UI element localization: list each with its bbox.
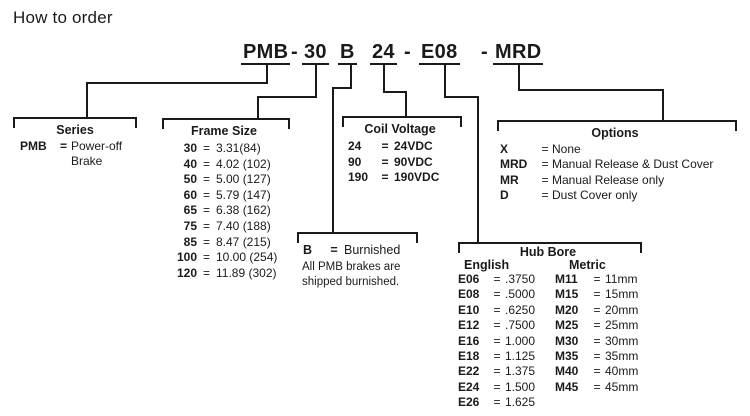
part-segment-hub-bore: E08	[419, 41, 460, 65]
list-item: 90=90VDC	[348, 154, 433, 169]
connector-frame-down	[257, 96, 259, 119]
connector-coil-down	[405, 91, 407, 117]
list-item: 50=5.00 (127)	[183, 172, 271, 187]
list-item: E24=1.500	[458, 379, 536, 394]
hub-bore-metric-legend: M11=11mm M15=15mm M20=20mm M25=25mm M30=…	[555, 272, 638, 395]
hub-bore-metric-label: Metric	[569, 258, 606, 272]
list-item: M45=45mm	[555, 379, 639, 394]
connector-frame-across	[257, 96, 317, 98]
list-item: E10=.6250	[458, 302, 536, 317]
list-item: PMB = Power-off Brake	[20, 139, 123, 168]
series-heading: Series	[56, 123, 94, 137]
list-item: E12=.7500	[458, 318, 536, 333]
list-item: E22=1.375	[458, 364, 536, 379]
hub-bore-heading: Hub Bore	[519, 245, 577, 259]
list-item: M20=20mm	[555, 302, 639, 317]
list-item: 30=3.31(84)	[183, 141, 261, 155]
part-segment-options: MRD	[493, 41, 544, 65]
page-title: How to order	[13, 8, 113, 27]
list-item: E06=.3750	[458, 272, 536, 286]
list-item: X=None	[500, 142, 581, 156]
coil-voltage-heading: Coil Voltage	[364, 122, 436, 136]
connector-hub-across	[444, 96, 479, 98]
frame-size-legend: 30=3.31(84) 40=4.02 (102) 50=5.00 (127) …	[166, 141, 277, 281]
part-hyphen: -	[291, 41, 298, 63]
hub-bore-english-legend: E06=.3750 E08=.5000 E10=.6250 E12=.7500 …	[458, 272, 535, 411]
connector-hub-down	[477, 96, 479, 243]
part-segment-series: PMB	[241, 41, 291, 65]
options-heading: Options	[591, 126, 639, 140]
frame-size-bracket	[162, 118, 290, 129]
part-segment-coil-voltage: 24	[370, 41, 397, 65]
connector-options-down	[662, 89, 664, 121]
list-item: 85=8.47 (215)	[183, 234, 271, 249]
connector-coil-drop	[383, 64, 385, 93]
part-segment-burnished: B	[338, 41, 357, 65]
series-legend: PMB = Power-off Brake	[20, 139, 122, 169]
burnished-legend: B = Burnished	[303, 243, 400, 257]
series-bracket	[13, 117, 137, 128]
hub-bore-english-label: English	[464, 258, 510, 272]
list-item: E18=1.125	[458, 349, 536, 364]
list-item: E16=1.000	[458, 333, 536, 348]
list-item: 40=4.02 (102)	[183, 156, 271, 171]
list-item: M40=40mm	[555, 364, 639, 379]
list-item: 65=6.38 (162)	[183, 203, 271, 218]
part-segment-frame-size: 30	[302, 41, 329, 65]
list-item: M15=15mm	[555, 287, 639, 302]
list-item: MRD=Manual Release & Dust Cover	[500, 157, 714, 172]
list-item: D=Dust Cover only	[500, 188, 638, 203]
burnished-note: All PMB brakes are shipped burnished.	[302, 261, 401, 288]
series-code: PMB	[20, 139, 47, 153]
connector-burnished-drop	[350, 64, 352, 89]
part-hyphen: -	[404, 41, 411, 63]
list-item: 100=10.00 (254)	[176, 250, 278, 265]
connector-options-drop	[518, 64, 520, 91]
series-value: Power-off Brake	[71, 139, 123, 168]
connector-frame-drop	[315, 64, 317, 98]
coil-voltage-bracket	[342, 116, 462, 127]
list-item: 75=7.40 (188)	[183, 218, 271, 233]
part-hyphen: -	[481, 41, 488, 63]
burnished-bracket	[297, 232, 418, 243]
list-item: M25=25mm	[555, 318, 639, 333]
list-item: B = Burnished	[303, 243, 401, 257]
connector-hub-drop	[444, 64, 446, 98]
list-item: E08=.5000	[458, 287, 536, 302]
connector-series-down	[86, 82, 88, 118]
list-item: 24=24VDC	[348, 139, 433, 153]
connector-series-drop	[266, 64, 268, 84]
options-legend: X=None MRD=Manual Release & Dust Cover M…	[500, 142, 713, 204]
hub-bore-bracket	[458, 242, 642, 253]
connector-series-across	[86, 82, 268, 84]
connector-burnished-down	[332, 87, 334, 233]
connector-coil-across	[383, 91, 407, 93]
connector-burnished-across	[332, 87, 352, 89]
list-item: M35=35mm	[555, 349, 639, 364]
list-item: 120=11.89 (302)	[176, 265, 277, 280]
frame-size-heading: Frame Size	[190, 124, 257, 138]
list-item: 60=5.79 (147)	[183, 187, 271, 202]
list-item: 190=190VDC	[348, 170, 440, 184]
connector-options-across	[518, 89, 664, 91]
list-item: MR=Manual Release only	[500, 172, 665, 187]
list-item: M11=11mm	[555, 272, 638, 286]
list-item: M30=30mm	[555, 333, 639, 348]
options-bracket	[497, 120, 737, 131]
list-item: E26=1.625	[458, 395, 536, 410]
coil-voltage-legend: 24=24VDC 90=90VDC 190=190VDC	[348, 139, 439, 186]
